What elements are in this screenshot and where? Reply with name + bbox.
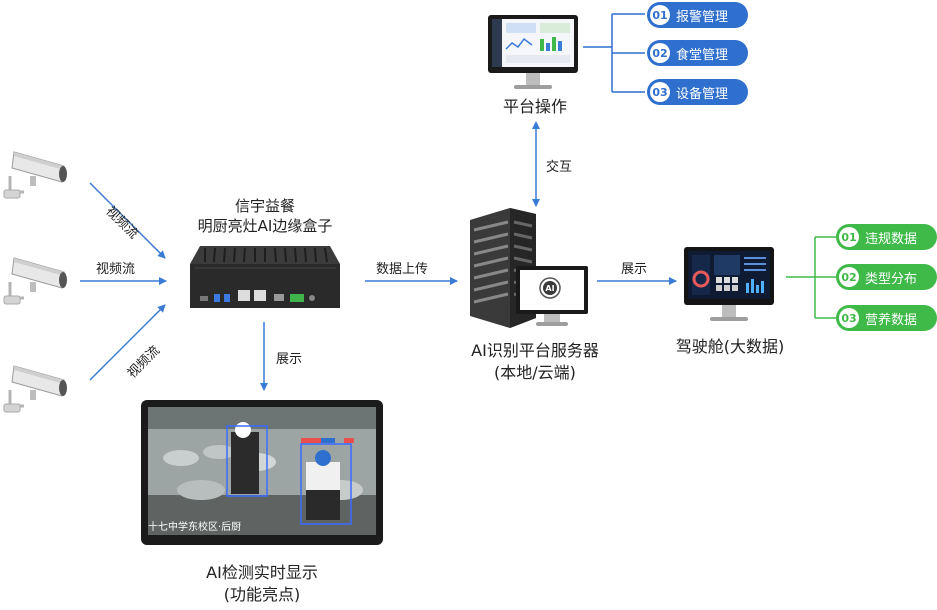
platform-item-num: 03 bbox=[650, 82, 670, 102]
cockpit-item-num: 03 bbox=[839, 308, 859, 328]
edge-label-interact: 交互 bbox=[546, 160, 573, 175]
ai-badge-ring-icon bbox=[539, 277, 561, 299]
platform-item-num: 01 bbox=[650, 5, 670, 25]
edge-label-cam-mid: 视频流 bbox=[96, 262, 136, 277]
arrow-cam-bot bbox=[89, 304, 166, 381]
cockpit-item-label: 营养数据 bbox=[865, 312, 918, 328]
server-label-line1: AI识别平台服务器 bbox=[471, 341, 599, 360]
platform-item-device: 03 设备管理 bbox=[647, 79, 748, 105]
platform-label: 平台操作 bbox=[502, 97, 567, 116]
ai-badge-label: AI bbox=[545, 283, 555, 293]
monitor-caption: 十七中学东校区·后厨 bbox=[148, 522, 242, 533]
edge-label-show-monitor: 展示 bbox=[276, 352, 303, 367]
cockpit-item-num: 01 bbox=[839, 227, 859, 247]
platform-item-alarm: 01 报警管理 bbox=[647, 2, 748, 28]
edge-label-show-cockpit: 展示 bbox=[621, 262, 648, 277]
cockpit-item-violation: 01 违规数据 bbox=[836, 224, 937, 250]
platform-item-label: 设备管理 bbox=[676, 86, 729, 102]
monitor-label-line2: (功能亮点) bbox=[223, 585, 301, 604]
server-label: AI识别平台服务器 (本地/云端) bbox=[440, 340, 630, 384]
edge-box-title-line1: 信宇益餐 bbox=[234, 197, 295, 215]
cockpit-item-label: 类型分布 bbox=[865, 271, 918, 287]
cockpit-item-nutrition: 03 营养数据 bbox=[836, 305, 937, 331]
platform-item-num: 02 bbox=[650, 43, 670, 63]
bracket-platform bbox=[583, 13, 645, 93]
cockpit-item-num: 02 bbox=[839, 267, 859, 287]
cockpit-item-distribution: 02 类型分布 bbox=[836, 264, 937, 290]
arrow-cam-top bbox=[89, 182, 166, 259]
bracket-cockpit bbox=[786, 236, 836, 319]
platform-item-label: 报警管理 bbox=[676, 9, 729, 25]
platform-item-label: 食堂管理 bbox=[676, 47, 729, 63]
edge-label-upload: 数据上传 bbox=[376, 262, 429, 277]
edge-box-title: 信宇益餐 明厨亮灶AI边缘盒子 bbox=[170, 196, 360, 236]
server-label-line2: (本地/云端) bbox=[494, 363, 576, 382]
edge-box-title-line2: 明厨亮灶AI边缘盒子 bbox=[197, 217, 333, 235]
monitor-label: AI检测实时显示 (功能亮点) bbox=[172, 562, 352, 606]
ai-badge: AI bbox=[536, 276, 564, 300]
platform-item-canteen: 02 食堂管理 bbox=[647, 40, 748, 66]
cockpit-label: 驾驶舱(大数据) bbox=[675, 337, 785, 356]
cockpit-item-label: 违规数据 bbox=[865, 231, 918, 247]
monitor-label-line1: AI检测实时显示 bbox=[206, 563, 318, 582]
